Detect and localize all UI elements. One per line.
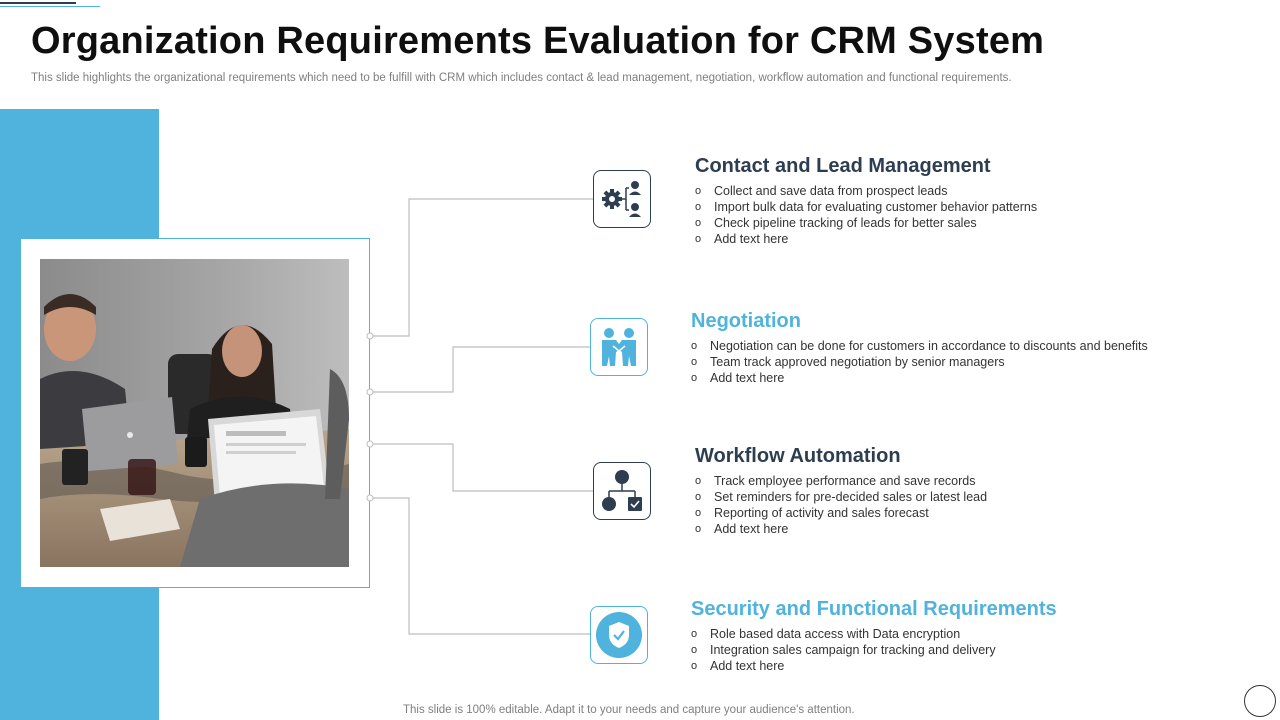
list-item: o Import bulk data for evaluating custome…	[695, 199, 1255, 215]
list-item-text: Role based data access with Data encrypt…	[710, 627, 961, 641]
photo-frame	[20, 238, 370, 588]
bullet-icon: o	[691, 340, 698, 352]
bullet-icon: o	[695, 475, 702, 487]
bullet-icon: o	[695, 523, 702, 535]
bullet-icon: o	[695, 217, 702, 229]
list-item: o Add text here	[691, 658, 1251, 674]
list-item: o Set reminders for pre-decided sales or …	[695, 489, 1255, 505]
list-item: o Add text here	[695, 521, 1255, 537]
list-item: o Add text here	[695, 231, 1255, 247]
list-item: o Track employee performance and save rec…	[695, 473, 1255, 489]
section-list: o Collect and save data from prospect lea…	[695, 183, 1255, 247]
section-title: Security and Functional Requirements	[691, 598, 1057, 620]
list-item: o Integration sales campaign for tracking…	[691, 642, 1251, 658]
bullet-icon: o	[695, 185, 702, 197]
list-item: o Negotiation can be done for customers i…	[691, 338, 1251, 354]
bullet-icon: o	[695, 233, 702, 245]
slide-nav-button[interactable]	[1244, 685, 1276, 717]
bullet-icon: o	[691, 644, 698, 656]
top-accent-dark-line	[0, 2, 76, 4]
bullet-icon: o	[691, 628, 698, 640]
section-title: Negotiation	[691, 310, 801, 332]
list-item-text: Add text here	[714, 232, 789, 246]
top-accent-lines	[0, 0, 100, 8]
list-item: o Reporting of activity and sales forecas…	[695, 505, 1255, 521]
slide-title: Organization Requirements Evaluation for…	[31, 20, 1045, 62]
list-item: o Add text here	[691, 370, 1251, 386]
bullet-icon: o	[695, 201, 702, 213]
bullet-icon: o	[695, 507, 702, 519]
list-item-text: Reporting of activity and sales forecast	[714, 506, 929, 520]
gear-people-icon	[593, 170, 651, 228]
bullet-icon: o	[691, 356, 698, 368]
section-title: Contact and Lead Management	[695, 155, 991, 177]
section-contact-lead-management: Contact and Lead Management o Collect and…	[695, 155, 1255, 247]
section-list: o Negotiation can be done for customers i…	[691, 338, 1251, 386]
flowchart-icon	[593, 462, 651, 520]
section-title: Workflow Automation	[695, 445, 901, 467]
bullet-icon: o	[691, 660, 698, 672]
list-item-text: Import bulk data for evaluating customer…	[714, 200, 1038, 214]
handshake-icon	[590, 318, 648, 376]
section-list: o Track employee performance and save rec…	[695, 473, 1255, 537]
list-item-text: Add text here	[710, 371, 785, 385]
meeting-photo	[40, 259, 349, 567]
shield-check-icon	[590, 606, 648, 664]
section-list: o Role based data access with Data encryp…	[691, 626, 1251, 674]
top-accent-blue-line	[0, 6, 100, 7]
bullet-icon: o	[695, 491, 702, 503]
slide-footer: This slide is 100% editable. Adapt it to…	[403, 704, 855, 716]
list-item-text: Collect and save data from prospect lead…	[714, 184, 948, 198]
section-security-functional-requirements: Security and Functional Requirements o Ro…	[691, 598, 1251, 674]
list-item-text: Set reminders for pre-decided sales or l…	[714, 490, 988, 504]
list-item-text: Integration sales campaign for tracking …	[710, 643, 996, 657]
list-item: o Role based data access with Data encryp…	[691, 626, 1251, 642]
list-item-text: Track employee performance and save reco…	[714, 474, 976, 488]
list-item-text: Check pipeline tracking of leads for bet…	[714, 216, 977, 230]
list-item: o Collect and save data from prospect lea…	[695, 183, 1255, 199]
list-item: o Check pipeline tracking of leads for be…	[695, 215, 1255, 231]
section-workflow-automation: Workflow Automation o Track employee perf…	[695, 445, 1255, 537]
section-negotiation: Negotiation o Negotiation can be done for…	[691, 310, 1251, 386]
list-item-text: Negotiation can be done for customers in…	[710, 339, 1148, 353]
list-item-text: Team track approved negotiation by senio…	[710, 355, 1005, 369]
list-item: o Team track approved negotiation by seni…	[691, 354, 1251, 370]
bullet-icon: o	[691, 372, 698, 384]
list-item-text: Add text here	[710, 659, 785, 673]
slide-subtitle: This slide highlights the organizational…	[31, 72, 1012, 84]
list-item-text: Add text here	[714, 522, 789, 536]
